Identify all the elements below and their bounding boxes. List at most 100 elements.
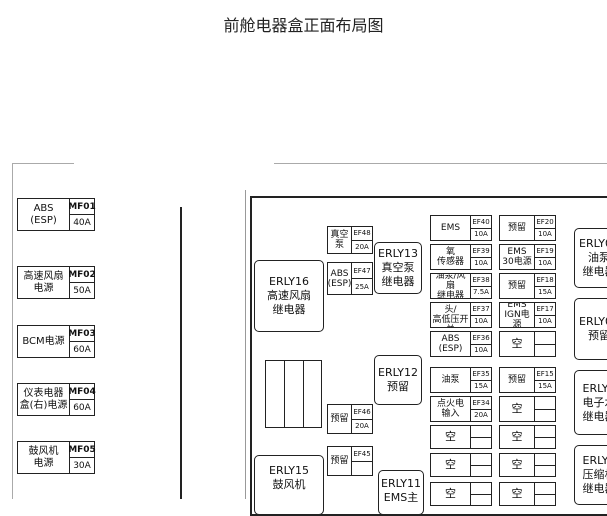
mf-fuse-label: 鼓风机电源 [18, 442, 69, 473]
fuse-amp: 40A [70, 214, 94, 230]
relay-label-line: ERLY12 [378, 366, 418, 380]
frame-line [245, 190, 246, 499]
fuse-label: 空 [500, 454, 535, 476]
fuse-code: EF46 [352, 405, 372, 419]
fuse-amp: 10A [471, 228, 491, 241]
fuse-label: ABS(ESP) [431, 332, 471, 356]
fuse-label: 空 [500, 483, 535, 505]
relay-label-line: ERLY0 [583, 382, 607, 396]
relay-label-line: ERLY13 [378, 247, 418, 261]
fuse-label: 空 [431, 426, 471, 448]
fuse-amp: 15A [535, 380, 555, 393]
fuse-rating [535, 426, 555, 448]
fuse-code: EF48 [352, 227, 372, 240]
page-title: 前舱电器盒正面布局图 [0, 12, 607, 36]
fuse-empty-slot: 空 [499, 396, 556, 422]
fuse-label: 氧传感器 [431, 245, 471, 269]
fuse-rating [535, 483, 555, 505]
fuse-label: 点火电输入 [431, 397, 471, 421]
relay-erly09: ERLY09油泵继电器 [574, 228, 607, 288]
relay-label-line: 电子水 [583, 396, 607, 410]
frame-line [274, 163, 607, 164]
fuse-label: 预留 [328, 447, 352, 475]
fuse-amp: 50A [70, 282, 94, 298]
fuse-label: 预留 [500, 216, 535, 240]
relay-label-line: ERLY15 [269, 464, 309, 478]
relay-label-line: ERLY0 [583, 454, 607, 468]
mf-fuse-label: ABS(ESP) [18, 199, 69, 230]
mf-fuse-label: 高速风扇电源 [18, 267, 69, 298]
fuse-amp: 10A [471, 257, 491, 270]
fuse-code: MF01 [70, 199, 94, 214]
fuse-label: 油泵 [431, 368, 471, 392]
fuse-empty-slot: 空 [430, 453, 492, 477]
fuse-empty-slot: 空 [430, 482, 492, 506]
fuse-code: EF38 [471, 274, 491, 286]
fuse-empty-slot: 空 [499, 482, 556, 506]
fuse-code: EF36 [471, 332, 491, 344]
fuse-rating [535, 454, 555, 476]
fuse-rating: EF45 [352, 447, 372, 475]
fuse-label: 真空泵 [328, 227, 352, 253]
fuse-amp: 20A [352, 419, 372, 434]
fuse-label: 空 [500, 332, 535, 356]
fuse-code: EF47 [352, 263, 372, 278]
relay-erly07: ERLY07预留 [574, 298, 607, 360]
fuse-code: EF15 [535, 368, 555, 380]
fuse-code: MF05 [70, 442, 94, 457]
frame-line [12, 163, 13, 499]
fuse-code: EF40 [471, 216, 491, 228]
fuse-label: 预留 [500, 368, 535, 392]
relay-label-line: 继电器 [382, 275, 415, 289]
fuse-amp: 10A [535, 315, 555, 328]
relay-label-line: ERLY11 [381, 477, 421, 491]
fuse-code: EF37 [471, 303, 491, 315]
fuse-amp: 10A [535, 257, 555, 270]
fuse-code: EF34 [471, 397, 491, 409]
relay-label-line: 油泵 [588, 251, 607, 265]
fuse-label: 预留 [500, 274, 535, 298]
relay-label-line: 预留 [588, 329, 607, 343]
fuse-amp: 60A [70, 341, 94, 357]
fuse-code: EF35 [471, 368, 491, 380]
fuse-amp: 10A [535, 228, 555, 241]
fuse-rating [471, 426, 491, 448]
connector-block [265, 360, 322, 428]
fuse-amp: 15A [471, 380, 491, 393]
relay-label-line: 继电器 [583, 410, 607, 424]
fuse-label: 电加热接头/高低压开关 [431, 303, 471, 327]
fuse-empty-slot: 空 [499, 453, 556, 477]
fuse-code: MF04 [70, 384, 94, 399]
fuse-label: 空 [431, 454, 471, 476]
fuse-amp: 10A [471, 344, 491, 357]
fuse-amp: 15A [535, 286, 555, 299]
